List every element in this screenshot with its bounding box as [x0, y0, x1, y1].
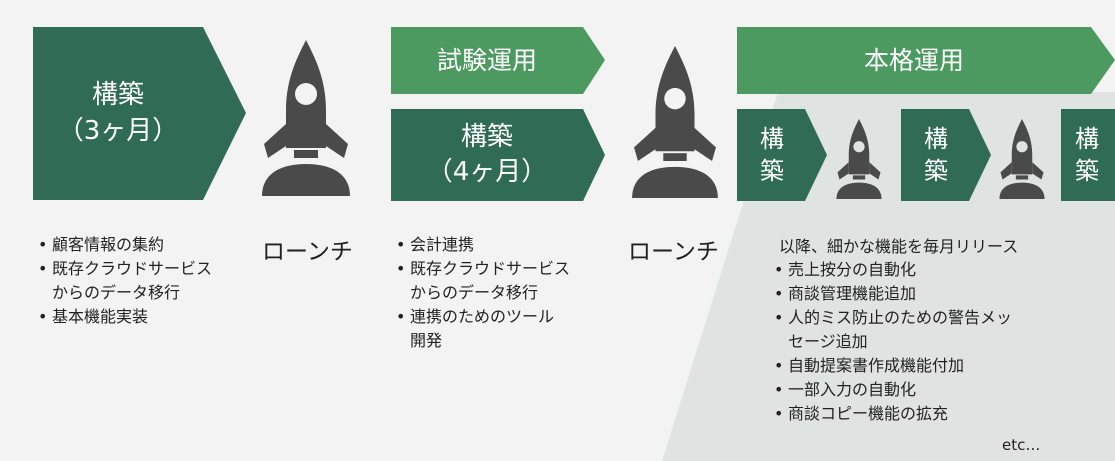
rocket-icon: [625, 44, 725, 200]
list-item: 会計連携: [392, 233, 612, 257]
rocket-icon: [830, 118, 888, 200]
build-phase2-duration: （4ヶ月）: [426, 157, 548, 187]
phase3-feature-list: 売上按分の自動化 商談管理機能追加 人的ミス防止のための警告メッ セージ追加 自…: [770, 258, 1070, 426]
list-item: 商談管理機能追加: [770, 282, 1070, 306]
rocket-icon: [256, 38, 356, 198]
list-item: 顧客情報の集約: [34, 233, 244, 257]
build-cycle-char-1: 構: [760, 124, 784, 153]
list-item: 基本機能実装: [34, 305, 244, 329]
build-cycle-char-1: 構: [1075, 124, 1099, 153]
build-cycle-chevron-3: 構 築: [1061, 109, 1115, 201]
list-item: 商談コピー機能の拡充: [770, 402, 1070, 426]
full-operation-arrow: 本格運用: [737, 27, 1115, 94]
build-phase2-label: 構築: [460, 121, 513, 152]
list-item: 一部入力の自動化: [770, 378, 1070, 402]
build-cycle-char-1: 構: [924, 124, 948, 153]
build-cycle-chevron-2: 構 築: [901, 109, 991, 201]
trial-operation-arrow: 試験運用: [391, 27, 605, 94]
list-item: 既存クラウドサービス からのデータ移行: [34, 257, 244, 305]
launch-label-1: ローンチ: [262, 239, 353, 265]
list-item: 自動提案書作成機能付加: [770, 354, 1070, 378]
build-cycle-char-2: 築: [1075, 157, 1099, 185]
trial-operation-label: 試験運用: [436, 45, 537, 75]
build-phase2-chevron: 構築 （4ヶ月）: [391, 109, 605, 201]
list-item: 連携のためのツール 開発: [392, 305, 612, 353]
list-item: 売上按分の自動化: [770, 258, 1070, 282]
launch-label-2: ローンチ: [628, 239, 719, 265]
phase2-feature-list: 会計連携 既存クラウドサービス からのデータ移行 連携のためのツール 開発: [392, 233, 612, 353]
etc-label: etc…: [1002, 436, 1041, 454]
build-phase1-label: 構築: [91, 80, 144, 111]
rocket-icon: [993, 118, 1051, 200]
build-phase1-duration: （3ヶ月）: [57, 115, 179, 146]
build-cycle-char-2: 築: [760, 157, 784, 185]
list-item: 既存クラウドサービス からのデータ移行: [392, 257, 612, 305]
phase1-feature-list: 顧客情報の集約 既存クラウドサービス からのデータ移行 基本機能実装: [34, 233, 244, 329]
build-phase1-chevron: 構築 （3ヶ月）: [33, 27, 246, 200]
list-item: 人的ミス防止のための警告メッ セージ追加: [770, 306, 1070, 354]
full-operation-label: 本格運用: [863, 45, 964, 75]
build-cycle-chevron-1: 構 築: [737, 109, 827, 201]
build-cycle-char-2: 築: [924, 157, 948, 185]
monthly-release-intro: 以降、細かな機能を毎月リリース: [779, 237, 1019, 256]
